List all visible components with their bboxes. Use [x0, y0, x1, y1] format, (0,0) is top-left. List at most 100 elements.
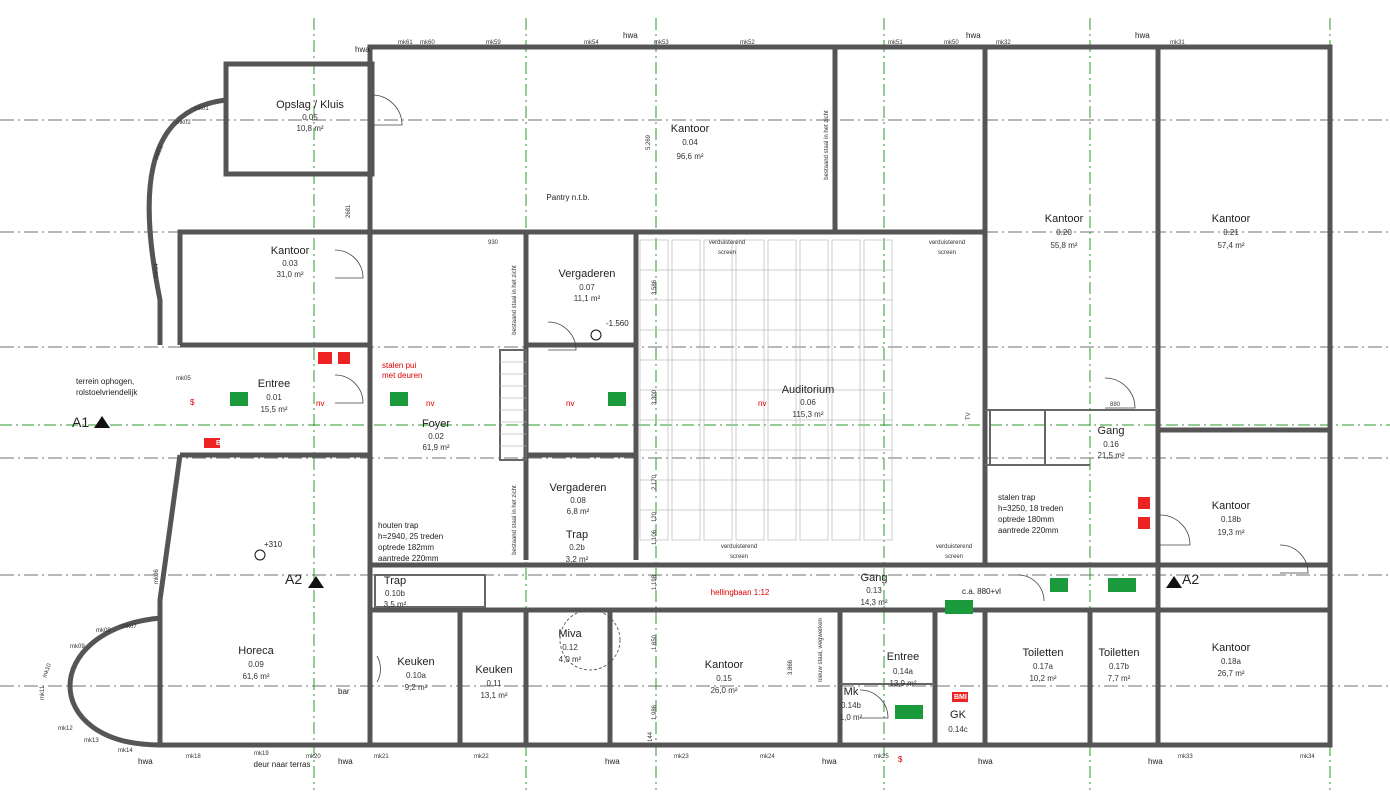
dimension-label: 930 [488, 240, 499, 246]
hwa-note: hwa [1148, 757, 1163, 766]
room-area: 61,6 m² [242, 672, 269, 681]
room-number: 0.18b [1221, 515, 1242, 524]
mark-label: mk05 [176, 376, 191, 382]
fire-hose-icon [338, 352, 350, 364]
fire-extinguisher-icon [1138, 497, 1150, 509]
room-name: Entree [887, 651, 919, 663]
mark-label: mk09 [70, 644, 85, 650]
room-number: 0.14b [841, 701, 862, 710]
room-name: Kantoor [1045, 213, 1084, 225]
annotations: Pantry n.t.b. terrein ophogen, rolstoelv… [76, 31, 1163, 769]
level-note: -1.560 [606, 319, 629, 328]
room-number: 0.16 [1103, 440, 1119, 449]
section-triangle-icon [308, 576, 324, 588]
terrain-note: rolstoelvriendelijk [76, 388, 138, 397]
room-area: 14,3 m² [860, 598, 887, 607]
room-area: 13,9 m² [889, 679, 916, 688]
room-name: Vergaderen [550, 482, 607, 494]
exit-signs [204, 352, 1150, 719]
mark-label: mk11 [40, 685, 46, 700]
mark-label: mk13 [84, 738, 99, 744]
section-a2-label: A2 [1182, 571, 1199, 587]
nv-note: nv [426, 399, 434, 408]
blackout-screen-note: verduisterend [929, 240, 965, 246]
section-a1-label: A1 [72, 414, 89, 430]
mark-label: mk08 [96, 628, 111, 634]
room-area: 26,0 m² [710, 686, 737, 695]
exit-sign-icon [390, 392, 408, 406]
room-area: 57,4 m² [1217, 241, 1244, 250]
steel-facade-note: met deuren [382, 371, 422, 380]
mark-labels: mk01 mk02 mk03 mk04 mk05 mk06 mk07 mk08 … [40, 40, 1315, 760]
blackout-screen-note: screen [938, 250, 956, 256]
hwa-note: hwa [1135, 31, 1150, 40]
blackout-screen-note: screen [945, 554, 963, 560]
terrain-note: terrein ophogen, [76, 377, 134, 386]
room-area: 21,5 m² [1097, 451, 1124, 460]
room-area: 9,2 m² [405, 683, 428, 692]
room-number: 0.06 [800, 398, 816, 407]
ramp-note: hellingbaan 1:12 [711, 588, 770, 597]
mark-label: mk53 [654, 40, 669, 46]
room-area: 3,5 m² [384, 600, 407, 609]
room-area: 55,8 m² [1050, 241, 1077, 250]
steel-stair-note: stalen trap [998, 493, 1036, 502]
steel-note: bestaand staal in het zicht [512, 265, 518, 335]
room-number: 0.17b [1109, 662, 1130, 671]
room-area: 11,1 m² [574, 294, 601, 303]
section-labels: A1 A2 A2 [72, 414, 1199, 587]
bmi-panel-icon [204, 438, 220, 448]
room-name: Kantoor [1212, 642, 1251, 654]
hwa-note: hwa [966, 31, 981, 40]
room-number: 0.01 [266, 393, 282, 402]
steel-note: bestaand staal in het zicht [512, 485, 518, 555]
exit-sign-icon [1108, 578, 1136, 592]
steel-stair-note: h=3250, 18 treden [998, 504, 1063, 513]
room-number: 0.20 [1056, 228, 1072, 237]
room-name: GK [950, 709, 967, 721]
room-area: 31,0 m² [276, 270, 303, 279]
dimension-label: 3.586 [652, 279, 658, 295]
room-area: 7,7 m² [1108, 674, 1131, 683]
room-number: 0.2b [569, 543, 585, 552]
ca-note: c.a. 880+vl [962, 587, 1001, 596]
dimension-label: 1.106 [652, 529, 658, 545]
room-labels: Opslag / Kluis 0.05 10,8 m² Kantoor 0.04… [238, 99, 1250, 734]
dimension-label: 3.866 [788, 659, 794, 675]
nv-note: nv [758, 399, 766, 408]
dimensions: 5.269 2681 3.586 3.300 2.170 1.198 1.650… [346, 134, 1121, 742]
mark-label: mk25 [874, 754, 889, 760]
room-name: Kantoor [1212, 500, 1251, 512]
mark-label: mk07 [122, 624, 137, 630]
terrace-door-note: deur naar terras [254, 760, 311, 769]
steel-stair-note: aantrede 220mm [998, 526, 1059, 535]
room-name: Miva [558, 628, 582, 640]
room-name: Trap [566, 529, 588, 541]
room-name: Trap [384, 575, 406, 587]
dimension-label: 144 [648, 731, 654, 742]
mark-label: mk51 [888, 40, 903, 46]
room-area: 26,7 m² [1217, 669, 1244, 678]
hwa-note: hwa [605, 757, 620, 766]
room-area: 61,9 m² [422, 443, 449, 452]
room-area: 3,2 m² [566, 555, 589, 564]
mark-label: mk12 [58, 726, 73, 732]
walls [67, 44, 1333, 748]
room-area: 10,2 m² [1029, 674, 1056, 683]
room-area: 4,0 m² [559, 655, 582, 664]
room-name: Kantoor [705, 659, 744, 671]
room-number: 0.14c [948, 725, 968, 734]
fire-hose-icon [1138, 517, 1150, 529]
mark-label: mk18 [186, 754, 201, 760]
room-area: 115,3 m² [793, 410, 824, 419]
wooden-stair-note: houten trap [378, 521, 419, 530]
mark-label: mk20 [306, 754, 321, 760]
wooden-stair-note: aantrede 220mm [378, 554, 439, 563]
bmi-label: BMI [954, 694, 967, 701]
room-area: 96,6 m² [676, 152, 703, 161]
mark-label: mk31 [1170, 40, 1185, 46]
room-area: 15,5 m² [260, 405, 287, 414]
dimension-label: 2681 [346, 204, 352, 218]
room-number: 0.03 [282, 259, 298, 268]
room-name: Vergaderen [559, 268, 616, 280]
